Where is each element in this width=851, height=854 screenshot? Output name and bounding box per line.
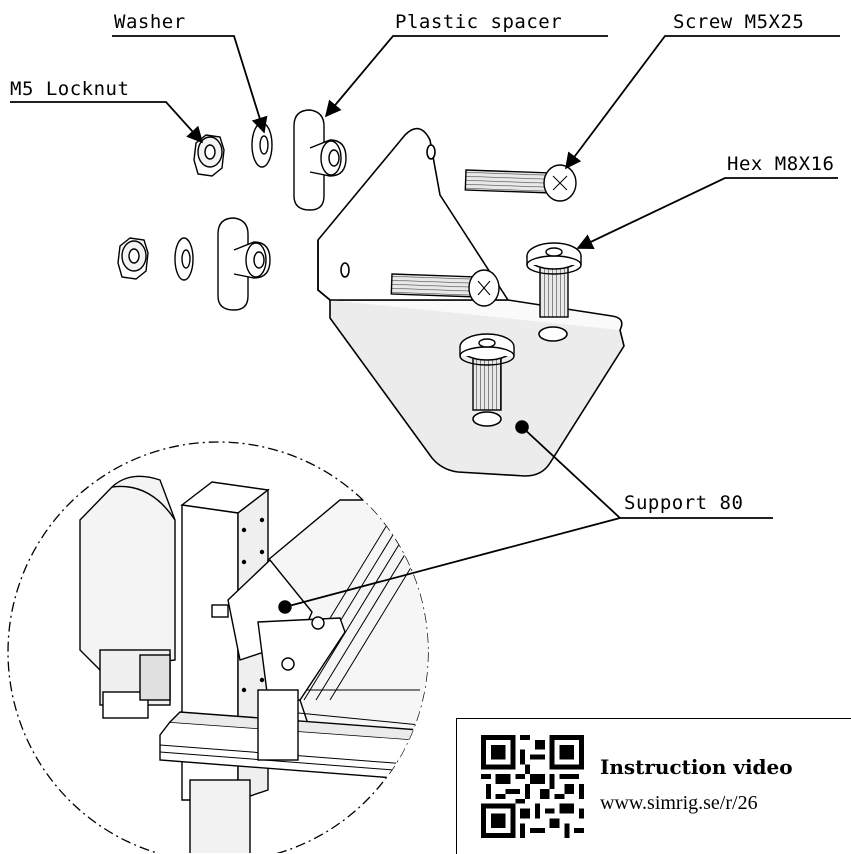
m5-locknut-label: M5 Locknut: [10, 78, 130, 100]
hex-screw-lower: [459, 333, 515, 411]
washer-label: Washer: [114, 11, 186, 33]
locknut-upper: [193, 134, 225, 177]
screw-m5x25-label: Screw M5X25: [673, 11, 805, 33]
plastic-spacer-leader: [324, 35, 608, 118]
qr-code-icon[interactable]: [481, 735, 584, 838]
support-80-label: Support 80: [624, 492, 744, 514]
hex-screw-upper: [526, 242, 582, 318]
leader-lines: [10, 35, 840, 608]
plastic-spacer-upper: [293, 109, 347, 211]
detail-assembly-view: [79, 475, 428, 853]
washer-leader: [112, 35, 268, 134]
instruction-video-url[interactable]: www.simrig.se/r/26: [600, 792, 758, 814]
locknut-leader: [10, 101, 204, 144]
screw-m5x25-lower: [390, 269, 500, 307]
hex-m8x16-label: Hex M8X16: [727, 153, 835, 175]
plastic-spacer-label: Plastic spacer: [395, 11, 563, 33]
hex-leader: [576, 177, 838, 250]
plastic-spacer-lower: [217, 217, 271, 311]
washer-lower: [174, 237, 194, 281]
locknut-lower: [117, 237, 149, 280]
screw-leader: [565, 35, 840, 170]
washer-upper: [251, 122, 273, 168]
instruction-video-box[interactable]: Instruction video www.simrig.se/r/26: [456, 718, 851, 854]
screw-m5x25-upper: [464, 164, 577, 202]
instruction-video-title: Instruction video: [600, 755, 793, 779]
support-leader-2: [284, 517, 621, 608]
